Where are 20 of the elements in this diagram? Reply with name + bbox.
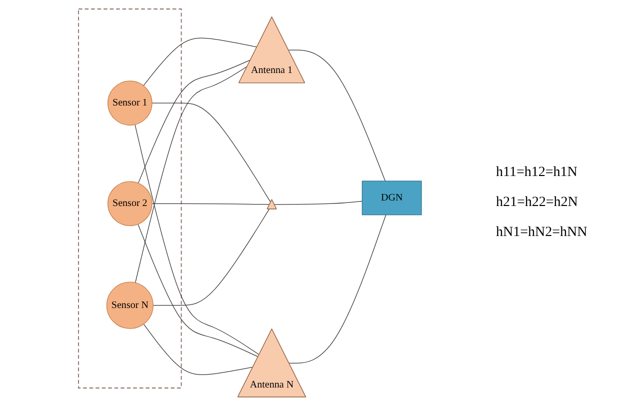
node-circle: Sensor N [106, 282, 154, 329]
connector [288, 50, 386, 182]
connector [274, 200, 362, 205]
node-box: DGN [362, 180, 422, 216]
connector [288, 214, 386, 364]
connector [152, 102, 272, 203]
connector [134, 124, 260, 356]
node-circle: Sensor 1 [108, 80, 152, 126]
connector [152, 203, 270, 205]
connector [152, 208, 270, 306]
connector [138, 59, 252, 184]
channel-label: hN1=hN2=hNN [496, 225, 588, 241]
channel-label: h11=h12=h1N [496, 165, 578, 181]
connector [135, 66, 248, 284]
channel-label: h21=h22=h2N [496, 195, 579, 211]
connector [143, 324, 254, 376]
cluster [78, 8, 182, 388]
node-circle: Sensor 2 [108, 181, 152, 226]
connector [143, 38, 258, 86]
connector [138, 224, 259, 358]
